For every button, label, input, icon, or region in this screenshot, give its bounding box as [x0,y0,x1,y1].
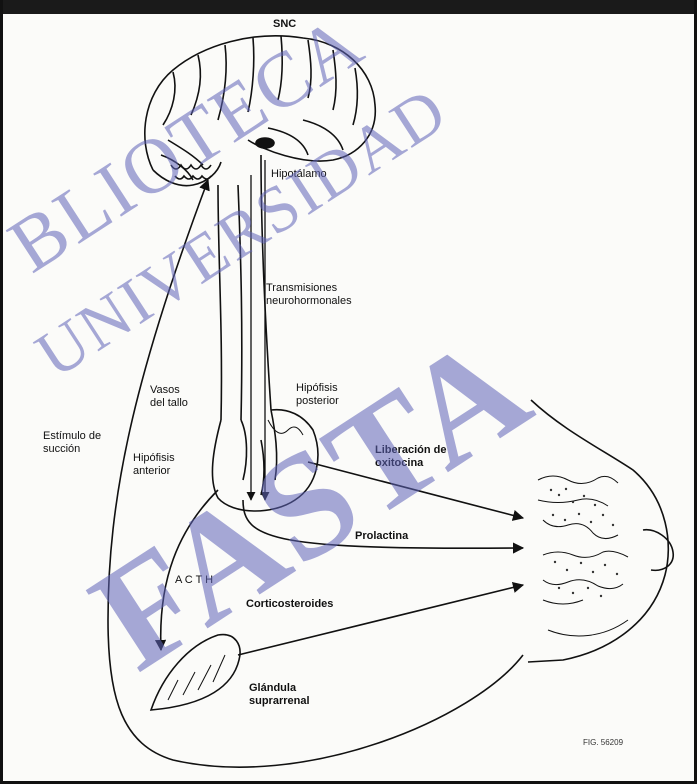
adrenal-gland-line-2: suprarrenal [249,695,310,708]
breast-texture [550,488,618,597]
adrenal-gland-line-1: Glándula [249,682,310,695]
stalk-vessels-line-2: del tallo [150,397,188,410]
transmissions-line-1: Transmisiones [266,282,352,295]
anterior-pituitary-line-1: Hipófisis [133,452,175,465]
stalk-vessels-label: Vasos del tallo [150,384,188,410]
transmissions-label: Transmisiones neurohormonales [266,282,352,308]
adrenal-gland-label: Glándula suprarrenal [249,682,310,708]
anterior-pituitary-line-2: anterior [133,465,175,478]
anterior-pituitary-label: Hipófisis anterior [133,452,175,478]
transmissions-line-2: neurohormonales [266,295,352,308]
suckling-stimulus-line-2: succión [43,443,101,456]
figure-reference: FIG. 56209 [583,736,623,749]
stalk-vessels-line-1: Vasos [150,384,188,397]
suckling-stimulus-label: Estímulo de succión [43,430,101,456]
suckling-stimulus-line-1: Estímulo de [43,430,101,443]
